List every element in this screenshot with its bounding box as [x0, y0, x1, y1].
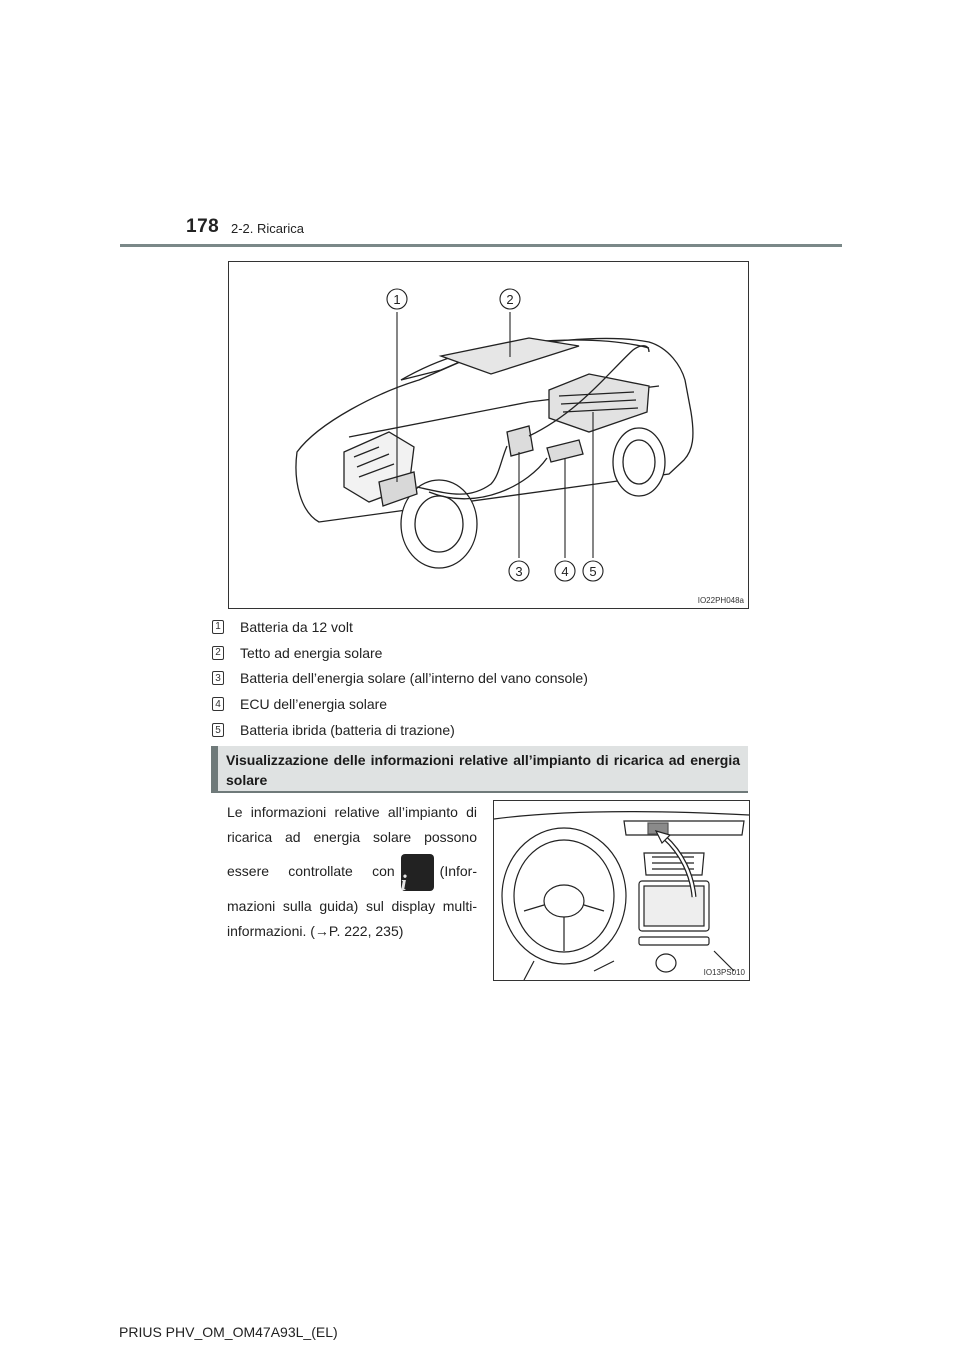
center-display [638, 880, 710, 932]
dashboard-illustration [494, 810, 749, 980]
legend-item: 3 Batteria dell’energia solare (all’inte… [212, 666, 752, 692]
callout-1 [386, 288, 408, 310]
front-wheel [400, 479, 478, 569]
body-line: essere controllate con i (Infor- [227, 849, 477, 895]
driving-info-icon: i [400, 853, 434, 895]
legend-number: 4 [212, 697, 224, 712]
body-line: Le informazioni relative all’impianto di [227, 804, 477, 820]
dashboard-top-edge [494, 810, 749, 820]
body-line: informazioni. (→P. 222, 235) [227, 922, 404, 939]
solar-ecu-box [546, 439, 584, 463]
legend-item: 4 ECU dell’energia solare [212, 691, 752, 717]
callout-4-label: 4 [561, 564, 568, 579]
car-illustration: 1 2 3 4 5 [295, 288, 694, 582]
legend-item: 2 Tetto ad energia solare [212, 640, 752, 666]
legend-number: 1 [212, 619, 224, 634]
body-line: ricarica ad energia solare possono [227, 828, 477, 845]
callout-3-label: 3 [515, 564, 522, 579]
legend-label: Tetto ad energia solare [240, 644, 383, 661]
section-reference: 2-2. Ricarica [231, 221, 304, 236]
car-components-figure: 1 2 3 4 5 IO22PH048a [228, 261, 749, 609]
callout-2 [499, 288, 521, 310]
section-heading-box: Visualizzazione delle informazioni relat… [211, 746, 748, 793]
heading-accent-bar [211, 746, 218, 791]
legend-label: ECU dell’energia solare [240, 696, 388, 713]
footer-code: PRIUS PHV_OM_OM47A93L_(EL) [119, 1324, 338, 1340]
cable [416, 445, 508, 495]
solar-battery-box [506, 425, 534, 457]
rear-wheel [612, 427, 666, 497]
legend-label: Batteria dell’energia solare (all’intern… [240, 670, 588, 687]
legend-item: 1 Batteria da 12 volt [212, 614, 752, 640]
legend-number: 3 [212, 671, 224, 686]
callout-4 [554, 560, 576, 582]
body-paragraph: Le informazioni relative all’impianto di… [227, 800, 477, 943]
callout-5 [582, 560, 604, 582]
figure-code: IO13PS010 [703, 968, 745, 977]
header-rule [120, 244, 842, 247]
car-body-outline [295, 337, 694, 523]
section-heading: Visualizzazione delle informazioni relat… [226, 752, 740, 788]
legend-number: 2 [212, 645, 224, 660]
page-number: 178 [186, 216, 220, 237]
legend-label: Batteria da 12 volt [240, 618, 353, 635]
callout-1-label: 1 [393, 292, 400, 307]
dashboard-figure: IO13PS010 [493, 800, 750, 981]
callout-3 [508, 560, 530, 582]
body-text: (Infor- [439, 863, 477, 879]
legend-label: Batteria ibrida (batteria di trazione) [240, 722, 455, 739]
callout-2-label: 2 [506, 292, 513, 307]
figure-code: IO22PH048a [697, 596, 744, 605]
callout-5-label: 5 [589, 564, 596, 579]
steering-wheel [501, 827, 627, 965]
hybrid-battery [548, 373, 650, 433]
12v-battery [378, 471, 418, 507]
instrument-panel [623, 820, 745, 836]
component-legend: 1 Batteria da 12 volt 2 Tetto ad energia… [212, 614, 752, 743]
legend-item: 5 Batteria ibrida (batteria di trazione) [212, 717, 752, 743]
body-text: essere controllate con [227, 863, 395, 879]
legend-number: 5 [212, 723, 224, 738]
info-icon-glyph: i [400, 869, 407, 895]
body-line: mazioni sulla guida) sul display multi- [227, 898, 477, 914]
